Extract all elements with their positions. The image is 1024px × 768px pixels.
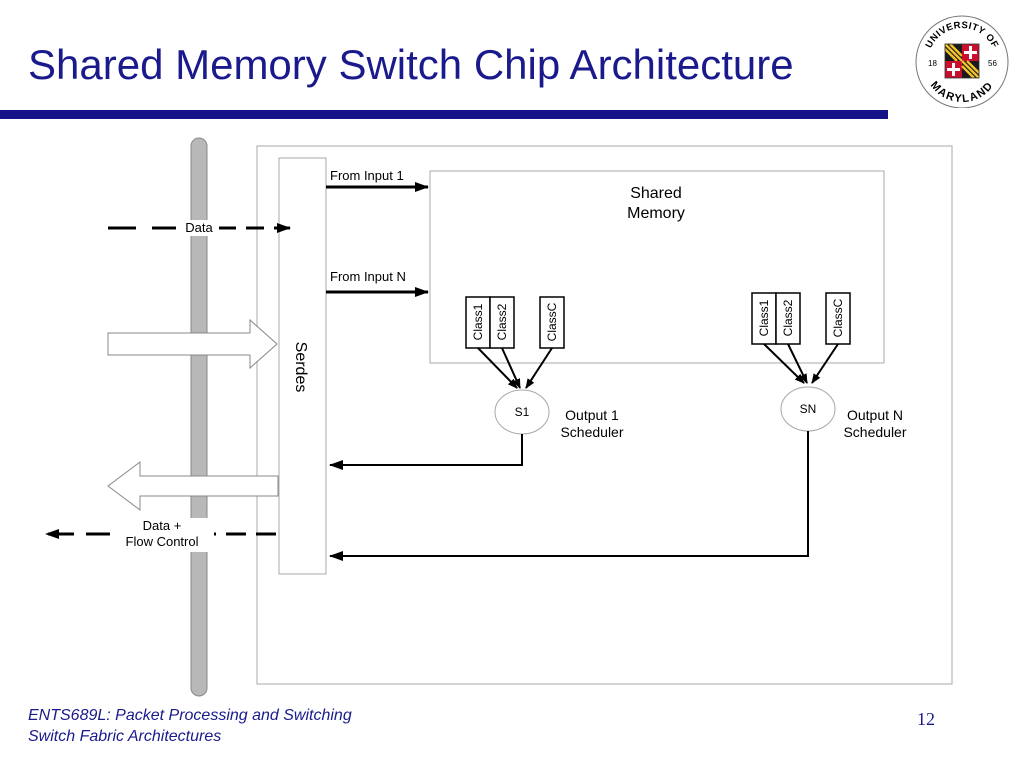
data-label-bg: [179, 220, 219, 236]
scheduler-s1-label: S1: [515, 405, 530, 419]
backplane-bus: [190, 137, 208, 697]
output-n-scheduler-line1: Output N: [847, 407, 903, 423]
queue-label: Class1: [757, 299, 771, 336]
logo-year-right: 56: [988, 59, 997, 68]
sn-to-serdes-path: [329, 431, 809, 561]
queue-class1-output-n: [751, 292, 777, 345]
data-flow-label-bg: [110, 518, 214, 552]
maryland-shield-icon: [944, 43, 980, 79]
queue-to-s1-arrow: [477, 347, 518, 389]
slide-title: Shared Memory Switch Chip Architecture: [28, 41, 794, 88]
footer-course-title: ENTS689L: Packet Processing and Switchin…: [28, 707, 352, 724]
output-n-scheduler-line2: Scheduler: [843, 424, 906, 440]
serdes-label: Serdes: [292, 342, 309, 393]
queue-class2-output-n: [775, 292, 801, 345]
queue-to-sn-arrow: [811, 343, 839, 384]
from-input-1-label: From Input 1: [330, 168, 404, 183]
queue-label: Class2: [495, 303, 509, 340]
ingress-hollow-arrow: [107, 318, 278, 370]
queue-label: Class2: [781, 299, 795, 336]
footer-topic: Switch Fabric Architectures: [28, 728, 222, 745]
output-n-queues: Class1 Class2 ClassC: [751, 292, 851, 345]
queue-to-sn-arrow: [763, 343, 805, 384]
title-rule: [0, 110, 888, 119]
egress-hollow-arrow: [107, 461, 279, 511]
from-input-n-label: From Input N: [330, 269, 406, 284]
university-seal-logo: UNIVERSITY OF MARYLAND 18 56: [915, 15, 1009, 108]
switch-chip-boundary: [256, 145, 953, 685]
output-1-scheduler-line2: Scheduler: [560, 424, 623, 440]
queue-to-s1-arrow: [501, 347, 521, 389]
queue-label: ClassC: [545, 302, 559, 341]
page-number: 12: [917, 709, 935, 729]
output-1-scheduler-line1: Output 1: [565, 407, 619, 423]
shared-memory-label-line2: Memory: [627, 205, 685, 222]
queue-label: Class1: [471, 303, 485, 340]
data-label: Data: [185, 220, 213, 235]
queue-to-sn-arrow: [787, 343, 808, 384]
data-flow-label-line2: Flow Control: [126, 534, 199, 549]
queue-label: ClassC: [831, 298, 845, 337]
queue-classc-output-n: [825, 292, 851, 345]
shared-memory-label-line1: Shared: [630, 185, 682, 202]
s1-to-serdes-path: [329, 434, 523, 470]
queue-to-s1-arrow: [525, 347, 553, 389]
queue-class2-output-1: [489, 296, 515, 349]
data-flow-label-line1: Data +: [143, 518, 182, 533]
logo-year-left: 18: [928, 59, 937, 68]
scheduler-sn-label: SN: [800, 402, 817, 416]
